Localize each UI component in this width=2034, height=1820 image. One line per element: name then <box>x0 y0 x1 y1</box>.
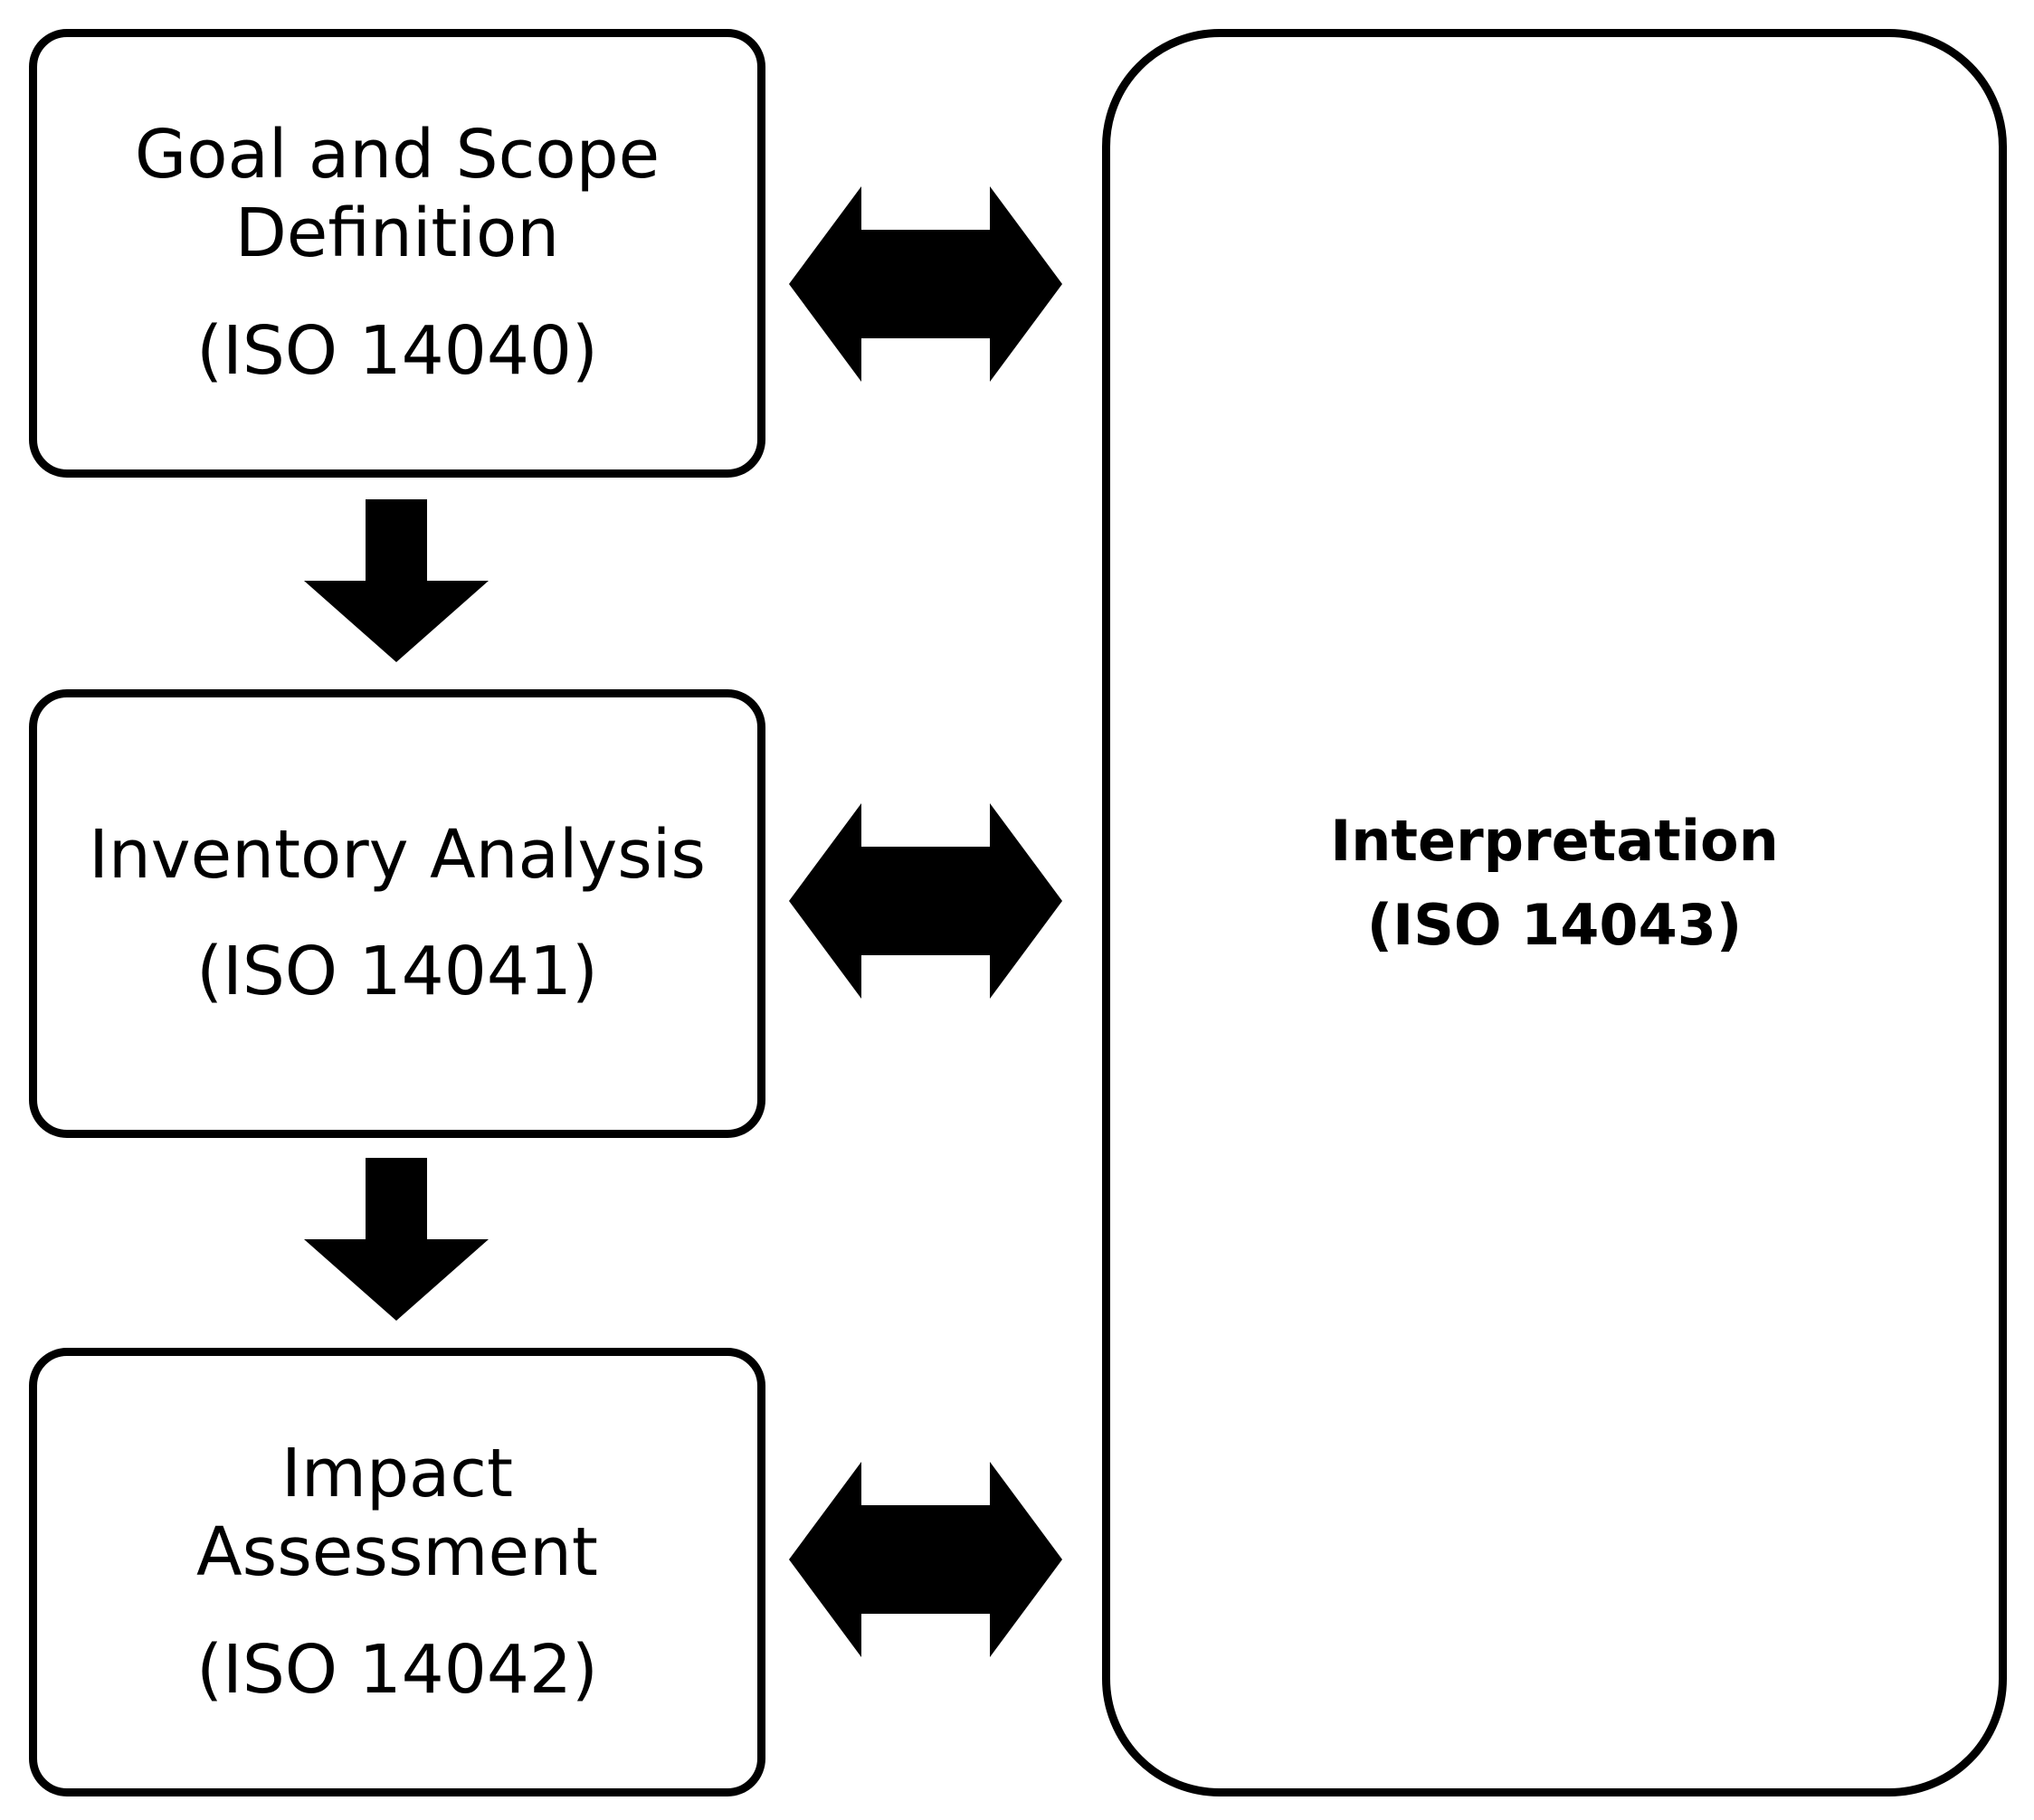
impact-assessment-box: Impact Assessment (ISO 14042) <box>29 1348 765 1796</box>
double-arrow-goal-interpretation <box>789 186 1062 382</box>
double-arrow-inventory-interpretation <box>789 803 1062 999</box>
down-arrow-goal-to-inventory <box>304 499 489 662</box>
interpretation-standard: (ISO 14043) <box>1366 892 1743 958</box>
interpretation-text: Interpretation (ISO 14043) <box>1110 799 1999 967</box>
interpretation-label: Interpretation <box>1330 808 1779 874</box>
inventory-analysis-label: Inventory Analysis <box>89 815 706 894</box>
double-arrow-impact-interpretation <box>789 1462 1062 1657</box>
inventory-analysis-box: Inventory Analysis (ISO 14041) <box>29 689 765 1138</box>
interpretation-box: Interpretation (ISO 14043) <box>1102 29 2007 1796</box>
inventory-analysis-standard: (ISO 14041) <box>196 933 598 1010</box>
goal-scope-standard: (ISO 14040) <box>196 311 598 390</box>
down-arrow-inventory-to-impact <box>304 1158 489 1321</box>
goal-scope-label: Goal and Scope Definition <box>134 116 661 273</box>
impact-assessment-label: Impact Assessment <box>196 1435 598 1592</box>
impact-assessment-standard: (ISO 14042) <box>196 1630 598 1709</box>
goal-scope-box: Goal and Scope Definition (ISO 14040) <box>29 29 765 478</box>
